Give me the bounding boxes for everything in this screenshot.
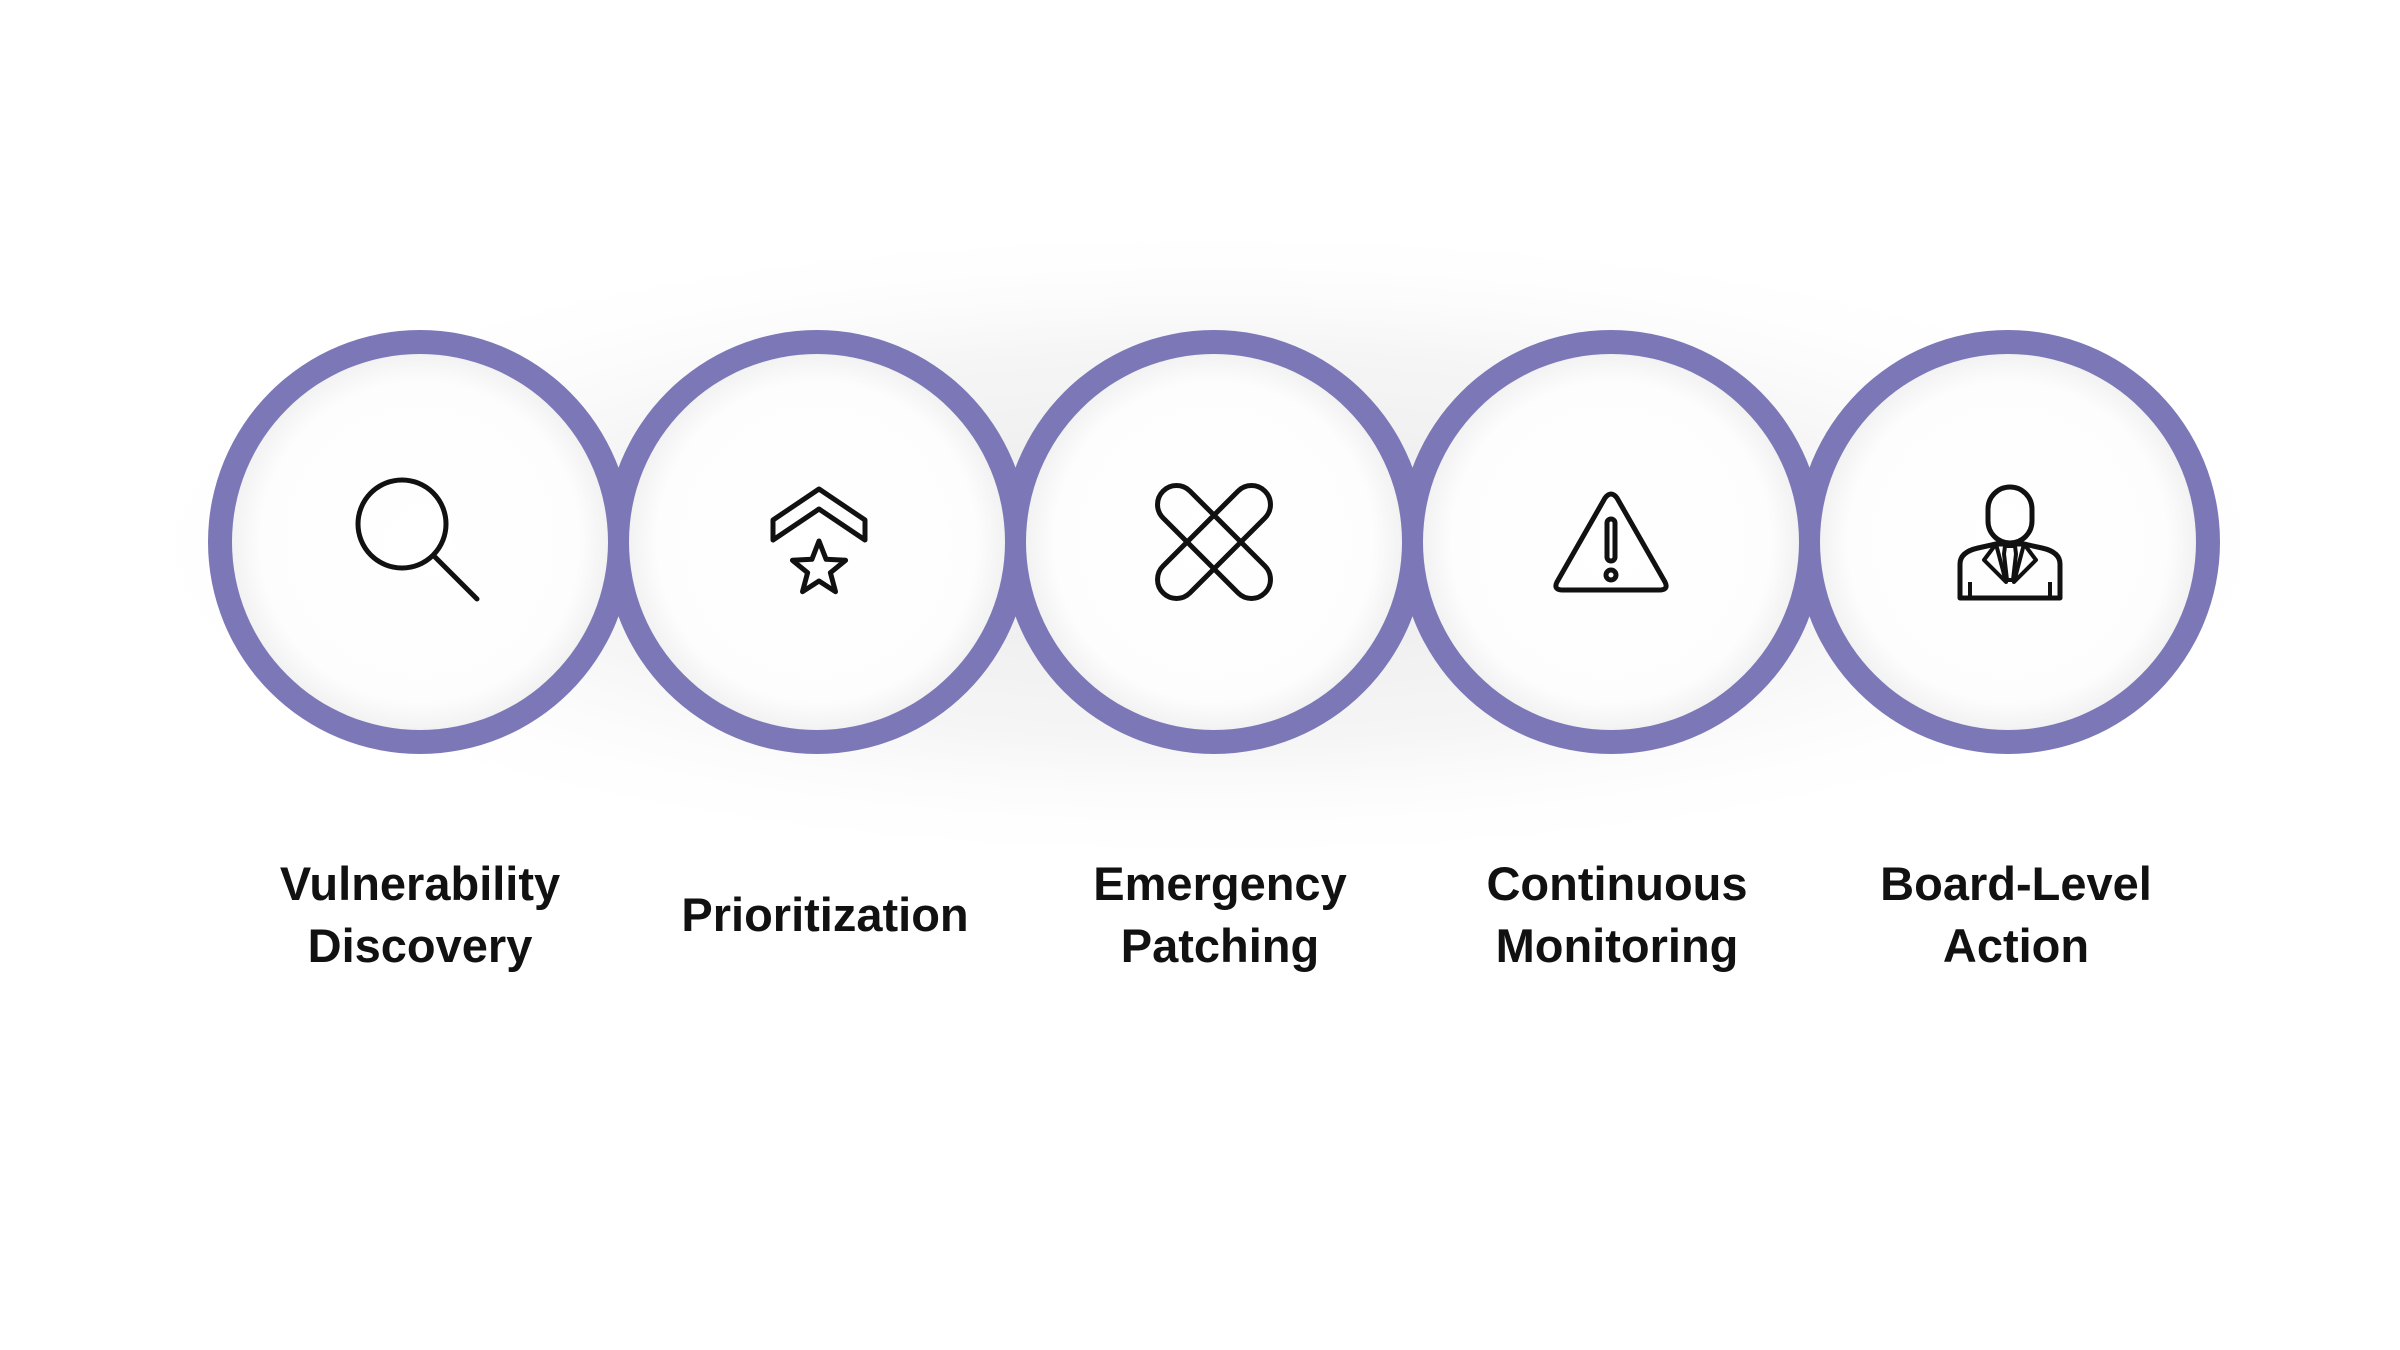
crossed-bandages-icon xyxy=(1155,483,1273,601)
step-disc-4 xyxy=(1423,354,1799,730)
step-label-text: Emergency Patching xyxy=(1093,857,1347,972)
step-label-4: Continuous Monitoring xyxy=(1447,850,1787,980)
step-disc-3 xyxy=(1026,354,1402,730)
step-label-1: Vulnerability Discovery xyxy=(250,850,590,980)
magnifying-glass-icon xyxy=(355,477,480,602)
step-inner-discs xyxy=(232,354,2196,730)
step-disc-1 xyxy=(232,354,608,730)
step-label-text: Prioritization xyxy=(681,888,969,941)
step-label-text: Continuous Monitoring xyxy=(1486,857,1748,972)
step-label-3: Emergency Patching xyxy=(1050,850,1390,980)
warning-triangle-icon xyxy=(1553,491,1669,593)
step-label-2: Prioritization xyxy=(655,850,995,980)
step-icons xyxy=(355,477,2063,602)
step-label-text: Vulnerability Discovery xyxy=(279,857,561,972)
step-label-5: Board-Level Action xyxy=(1846,850,2186,980)
businessman-icon xyxy=(1957,484,2063,601)
chevron-star-icon xyxy=(770,486,868,595)
step-label-text: Board-Level Action xyxy=(1880,857,2152,972)
